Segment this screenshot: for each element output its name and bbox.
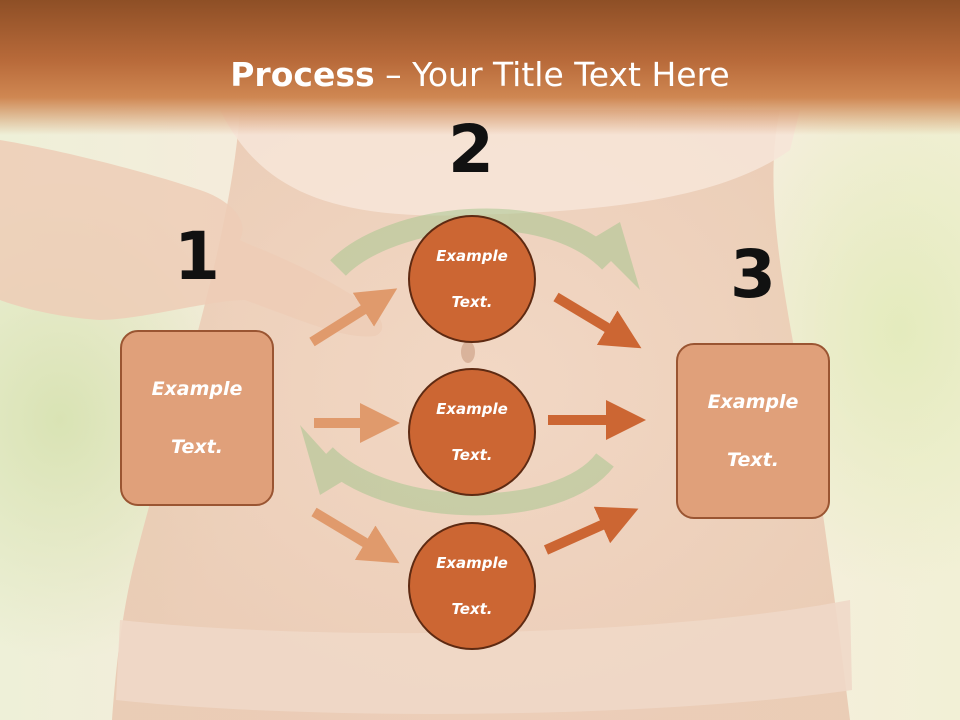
cycle-arrow-bottom <box>300 425 614 516</box>
circle-middle-line1: Example <box>436 399 508 418</box>
circle-bottom-line1: Example <box>436 553 508 572</box>
circle-top-line1: Example <box>436 246 508 265</box>
box-step-1-line1: Example <box>151 377 243 400</box>
slide-title: Process – Your Title Text Here <box>0 52 960 98</box>
step-number-1: 1 <box>174 218 220 295</box>
arrow-circle3-to-box3 <box>543 506 639 555</box>
arrow-circle1-to-box3 <box>553 292 642 349</box>
box-step-1: Example Text. <box>120 330 274 506</box>
circle-step-2-top: Example Text. <box>408 215 536 343</box>
arrow-box1-to-circle3 <box>311 507 400 564</box>
circle-step-2-middle: Example Text. <box>408 368 536 496</box>
box-step-1-line2: Text. <box>171 435 223 458</box>
circle-bottom-line2: Text. <box>451 599 493 618</box>
title-rest: – Your Title Text Here <box>374 55 730 94</box>
box-step-3-line2: Text. <box>727 448 779 471</box>
arrow-box1-to-circle1 <box>309 288 398 347</box>
box-step-3: Example Text. <box>676 343 830 519</box>
title-bold: Process <box>230 55 375 94</box>
circle-middle-line2: Text. <box>451 445 493 464</box>
step-number-3: 3 <box>730 236 776 313</box>
box-step-3-line1: Example <box>707 390 799 413</box>
step-number-2: 2 <box>448 111 494 188</box>
header-band <box>0 0 960 135</box>
circle-step-2-bottom: Example Text. <box>408 522 536 650</box>
circle-top-line2: Text. <box>451 292 493 311</box>
